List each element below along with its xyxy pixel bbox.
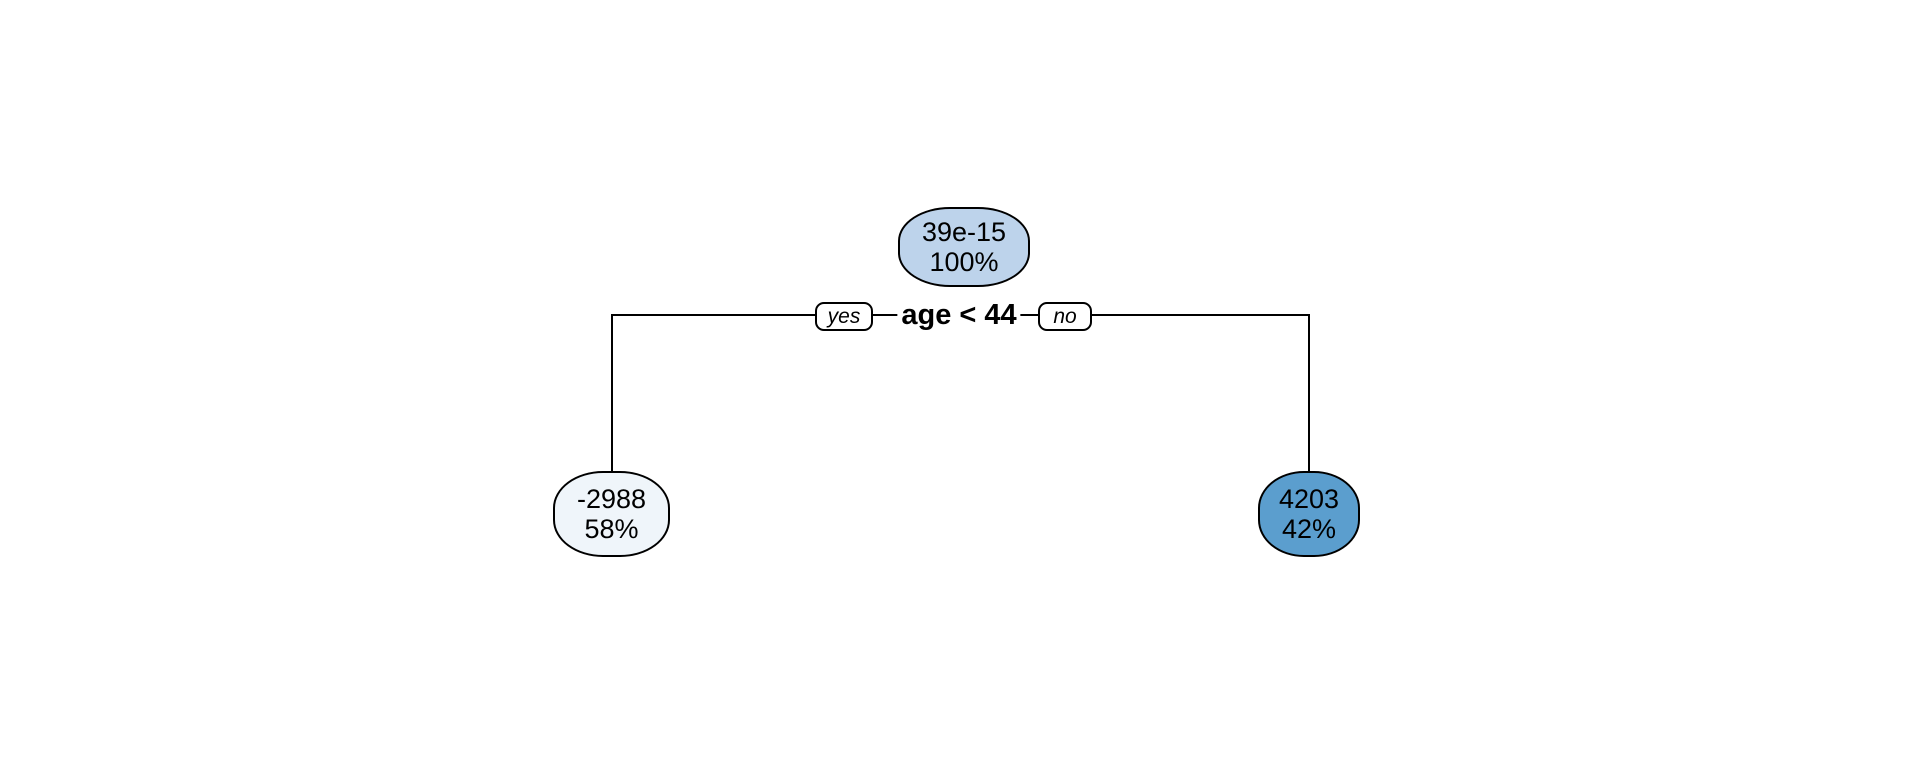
right-leaf-percent: 42% [1281,514,1337,544]
yes-branch-label: yes [815,302,873,331]
no-branch-label: no [1038,302,1092,331]
branch-line-right-vertical [1308,314,1310,472]
right-leaf-node: 4203 42% [1258,471,1360,557]
split-condition-label: age < 44 [897,299,1021,332]
left-leaf-node: -2988 58% [553,471,670,557]
root-node: 39e-15 100% [898,207,1030,287]
yes-branch-label-text: yes [827,305,861,328]
left-leaf-value: -2988 [576,484,647,514]
right-leaf-value: 4203 [1278,484,1340,514]
root-node-percent: 100% [929,247,999,277]
no-branch-label-text: no [1053,305,1077,328]
left-leaf-percent: 58% [584,514,639,544]
root-node-value: 39e-15 [921,217,1007,247]
branch-line-left-vertical [611,314,613,472]
